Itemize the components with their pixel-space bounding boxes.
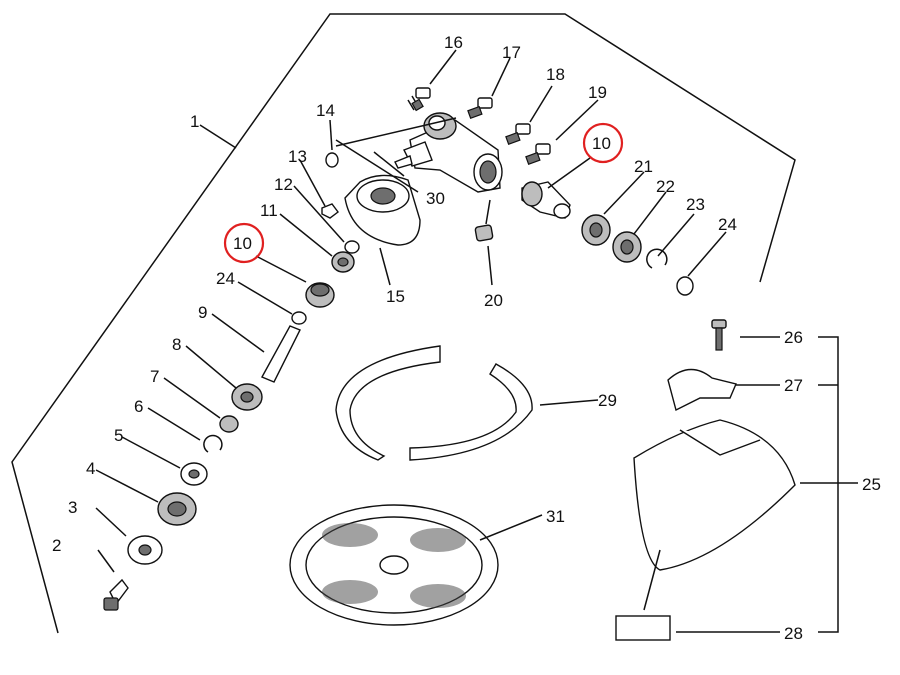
label-4: 4 bbox=[86, 459, 95, 478]
bolts-16-19 bbox=[407, 87, 551, 166]
guard-assembly-25 bbox=[615, 319, 796, 641]
label-24-left: 24 bbox=[216, 269, 235, 288]
label-5: 5 bbox=[114, 426, 123, 445]
plate-20 bbox=[474, 224, 494, 242]
label-23: 23 bbox=[686, 195, 705, 214]
highlight-circle-right bbox=[582, 122, 624, 164]
label-6: 6 bbox=[134, 397, 143, 416]
callout-labels: 1 2 3 4 5 6 7 8 9 24 10 11 12 13 14 15 1… bbox=[52, 33, 881, 643]
label-10-right: 10 bbox=[592, 134, 611, 153]
spindle-right bbox=[521, 181, 571, 219]
label-25: 25 bbox=[862, 475, 881, 494]
label-19: 19 bbox=[588, 83, 607, 102]
label-24-right: 24 bbox=[718, 215, 737, 234]
label-17: 17 bbox=[502, 43, 521, 62]
cutting-blade-31 bbox=[289, 504, 499, 626]
label-1: 1 bbox=[190, 112, 199, 131]
label-11: 11 bbox=[260, 201, 278, 220]
label-7: 7 bbox=[150, 367, 159, 386]
label-30: 30 bbox=[426, 189, 445, 208]
label-16: 16 bbox=[444, 33, 463, 52]
label-15: 15 bbox=[386, 287, 405, 306]
label-14: 14 bbox=[316, 101, 335, 120]
blade-guard-ring-29 bbox=[335, 345, 533, 461]
label-27: 27 bbox=[784, 376, 803, 395]
label-8: 8 bbox=[172, 335, 181, 354]
label-12: 12 bbox=[274, 175, 293, 194]
label-22: 22 bbox=[656, 177, 675, 196]
label-10-left: 10 bbox=[233, 234, 252, 253]
bearing-row-right bbox=[581, 214, 694, 296]
frame-outline bbox=[11, 13, 796, 634]
label-3: 3 bbox=[68, 498, 77, 517]
label-31: 31 bbox=[546, 507, 565, 526]
label-2: 2 bbox=[52, 536, 61, 555]
cover-15 bbox=[344, 174, 421, 246]
leader-lines bbox=[95, 49, 858, 633]
highlight-circle-left bbox=[223, 222, 265, 264]
label-20: 20 bbox=[484, 291, 503, 310]
label-18: 18 bbox=[546, 65, 565, 84]
label-29: 29 bbox=[598, 391, 617, 410]
washer-14-nut-13 bbox=[321, 152, 339, 219]
gear-case-assembly bbox=[394, 112, 503, 193]
label-21: 21 bbox=[634, 157, 653, 176]
label-28: 28 bbox=[784, 624, 803, 643]
label-26: 26 bbox=[784, 328, 803, 347]
left-parts-stack bbox=[103, 240, 360, 611]
label-13: 13 bbox=[288, 147, 307, 166]
label-9: 9 bbox=[198, 303, 207, 322]
